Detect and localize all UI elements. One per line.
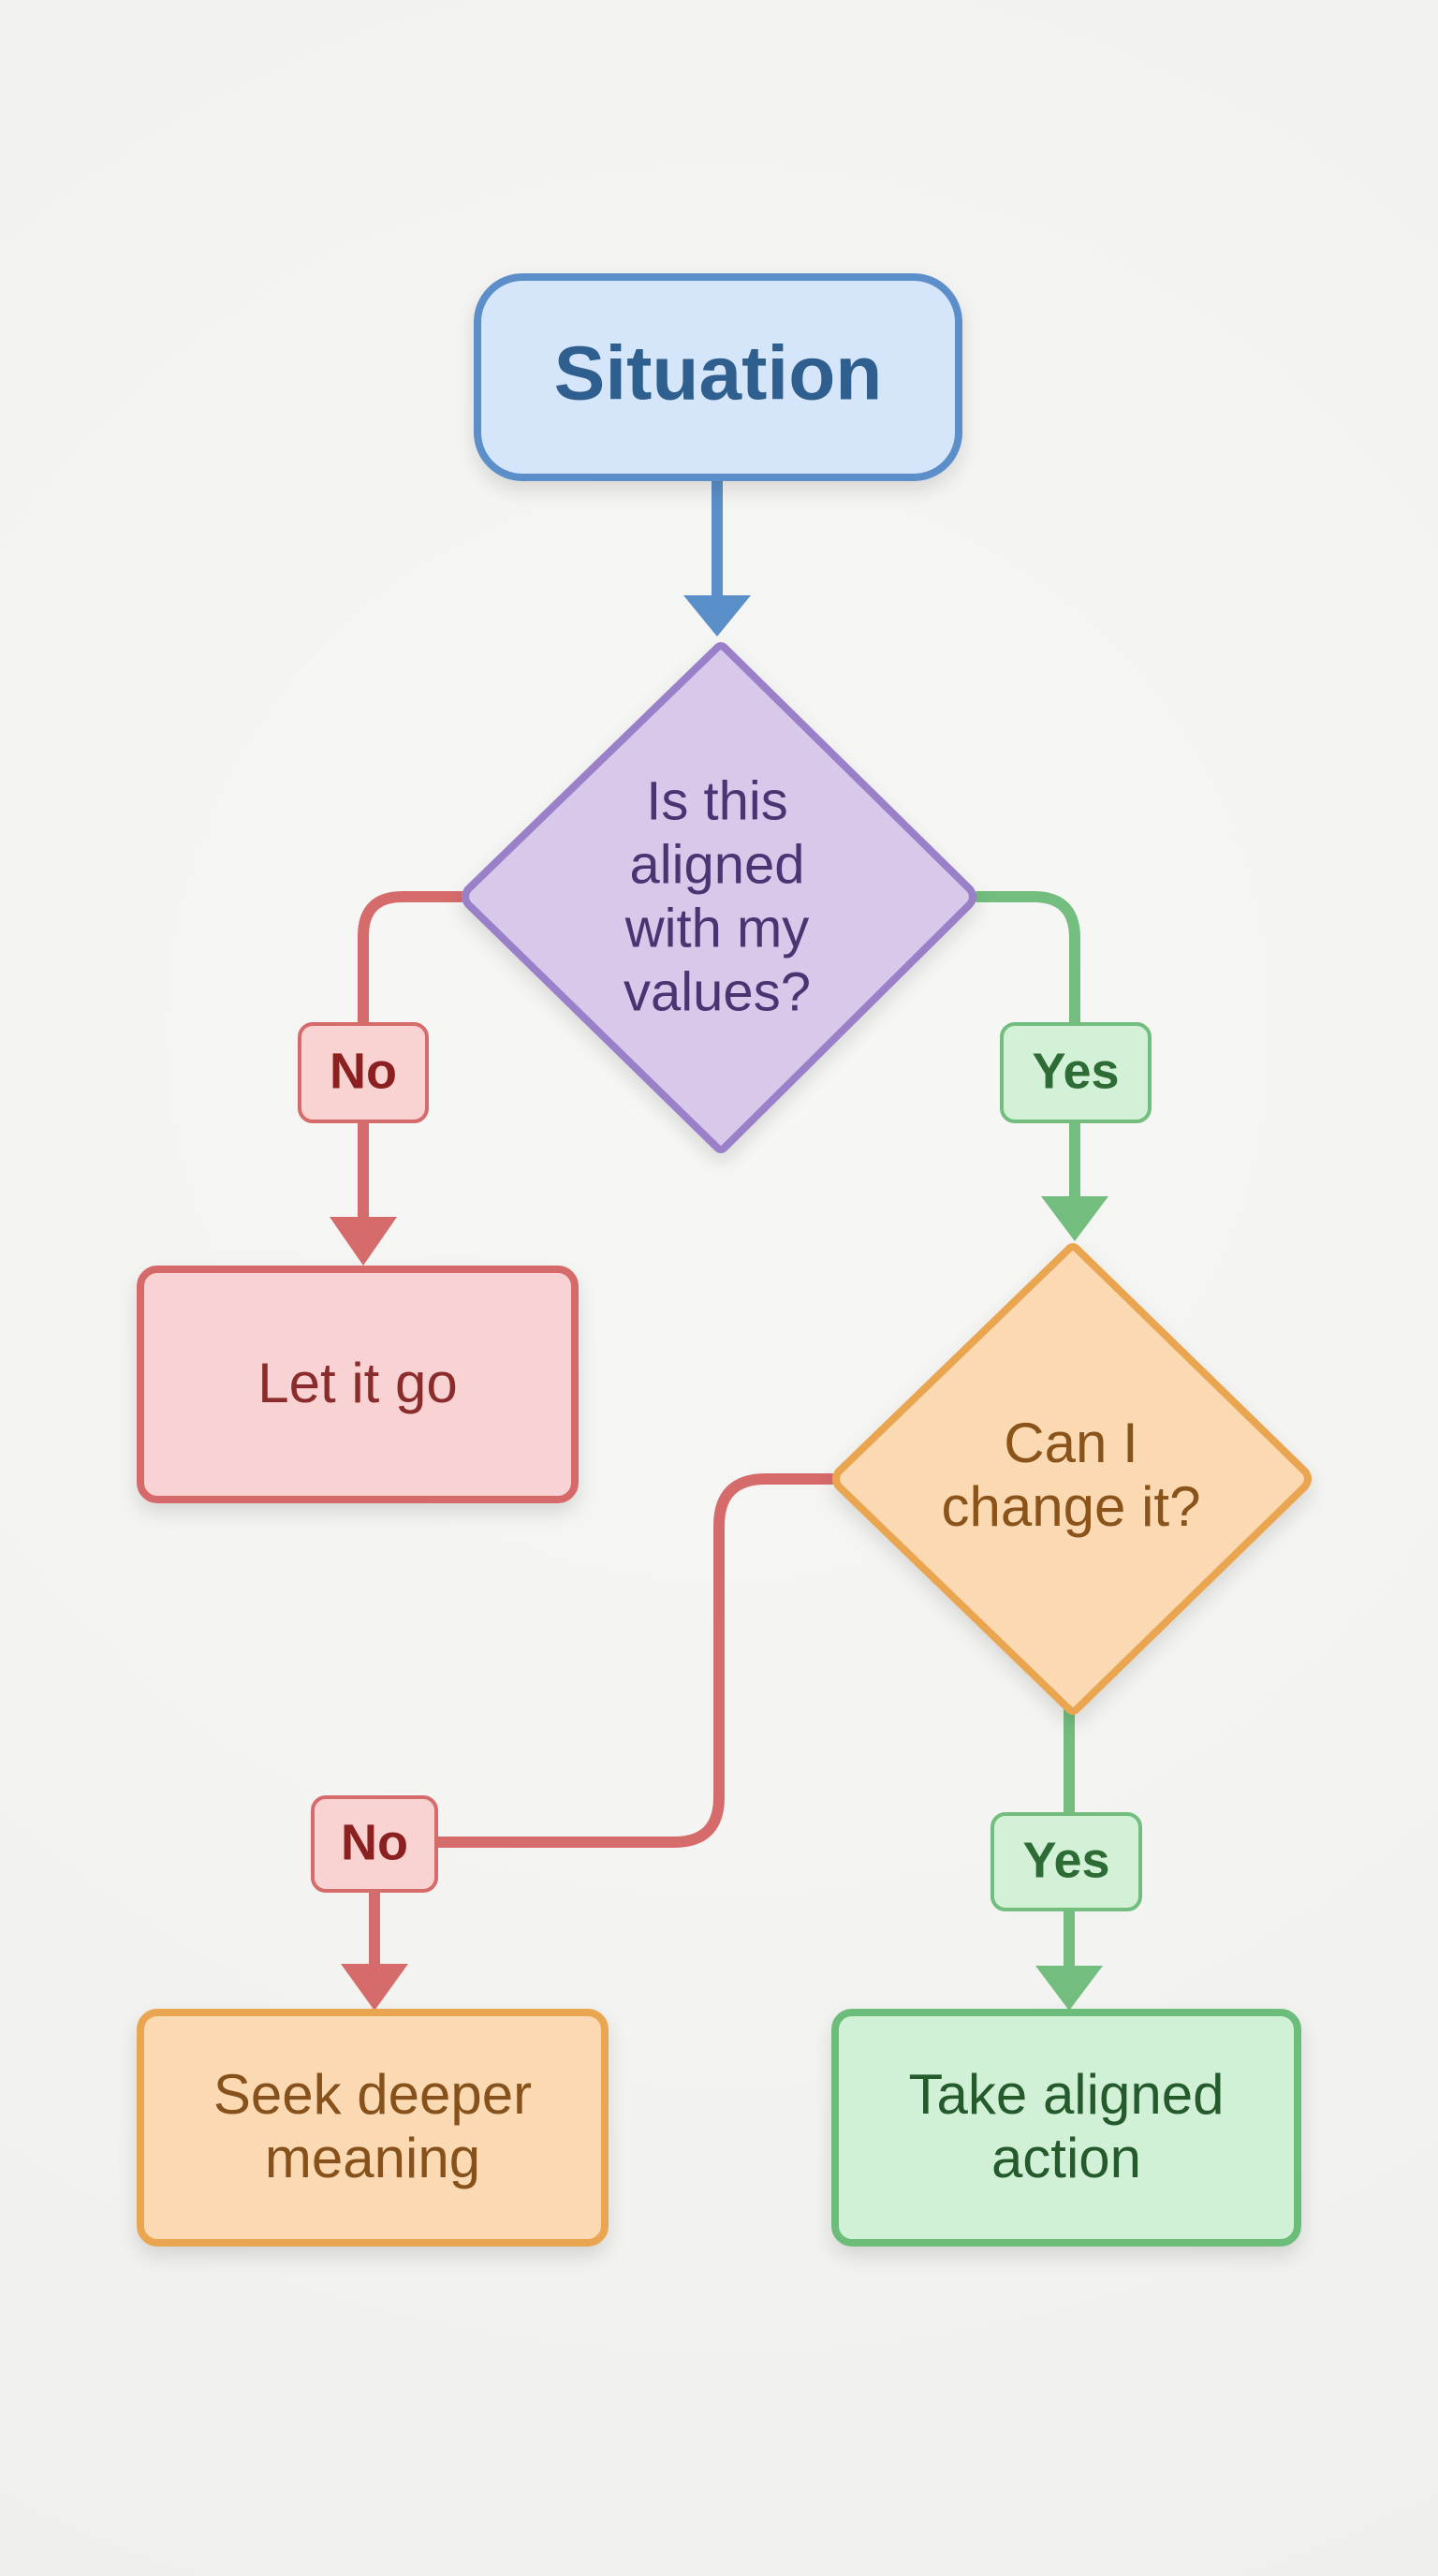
start-node (474, 273, 962, 481)
decision-values-label: Is this aligned with my values? (624, 770, 811, 1022)
branch-no-2-text: No (341, 1814, 408, 1870)
branch-label-yes-2: Yes (990, 1812, 1142, 1911)
decision-change-label: Can I change it? (942, 1412, 1201, 1538)
decision-values-line-1: Is this (646, 770, 788, 831)
arrowhead-to-seek (341, 1964, 408, 2011)
connector-change-no (433, 1473, 837, 1848)
outcome-seek-deeper-meaning (137, 2009, 609, 2247)
decision-change-line-2: change it? (942, 1475, 1201, 1538)
outcome-seek-deeper-meaning-label: Seek deeper meaning (213, 2063, 532, 2189)
branch-label-no-1: No (298, 1022, 429, 1123)
decision-values-line-3: with my (624, 898, 810, 959)
connectors (330, 474, 1108, 2011)
decision-values (462, 642, 976, 1153)
branch-no-1-text: No (330, 1043, 397, 1099)
connector-values-yes (972, 891, 1080, 1202)
branch-yes-2-text: Yes (1022, 1832, 1109, 1888)
take-action-line-2: action (991, 2127, 1141, 2189)
take-action-line-1: Take aligned (909, 2063, 1225, 2126)
decision-change-line-1: Can I (1004, 1412, 1137, 1474)
arrowhead-to-values (683, 595, 751, 637)
outcome-take-aligned-action-label: Take aligned action (909, 2063, 1225, 2189)
outcome-let-it-go (137, 1266, 579, 1503)
outcome-take-aligned-action (831, 2009, 1301, 2247)
outcome-let-it-go-label: Let it go (257, 1352, 458, 1414)
decision-values-line-2: aligned (629, 834, 804, 895)
arrowhead-to-let-go (330, 1217, 397, 1266)
branch-yes-1-text: Yes (1032, 1043, 1119, 1099)
seek-meaning-line-2: meaning (265, 2127, 480, 2189)
arrowhead-to-action (1035, 1966, 1103, 2011)
seek-meaning-line-1: Seek deeper (213, 2063, 532, 2126)
decision-values-line-4: values? (624, 961, 811, 1022)
decision-change (832, 1243, 1312, 1715)
start-node-label: Situation (554, 331, 883, 417)
branch-label-no-2: No (311, 1795, 438, 1893)
branch-label-yes-1: Yes (1000, 1022, 1152, 1123)
arrowhead-to-change (1041, 1196, 1108, 1241)
connector-values-no (358, 891, 466, 1222)
